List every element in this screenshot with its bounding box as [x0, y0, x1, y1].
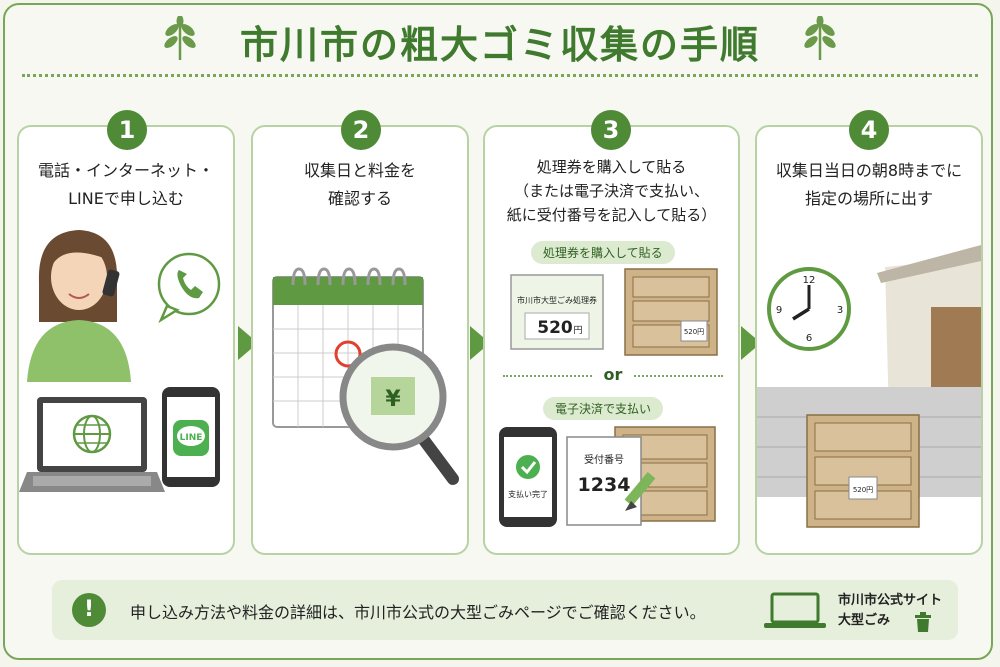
alert-icon: ! [72, 593, 106, 627]
step-1-line1: 電話・インターネット・ [37, 161, 214, 180]
step-card-1: 電話・インターネット・ LINEで申し込む [17, 125, 235, 555]
collection-day-mark [334, 340, 362, 368]
phone-call-icon [157, 252, 221, 324]
step-card-3: 処理券を購入して貼る （または電子決済で支払い、 紙に受付番号を記入して貼る） … [483, 125, 740, 555]
step-2-line1: 収集日と料金を [303, 161, 416, 180]
step-number-1: 1 [107, 110, 147, 150]
step-number-3: 3 [591, 110, 631, 150]
clock-icon: 12 3 6 9 [767, 267, 851, 351]
step-3-payment-illustration: 支払い完了 受付番号 1234 [499, 426, 716, 527]
cabinet-sticker-price: 520円 [684, 328, 704, 336]
laptop-icon [764, 592, 826, 628]
clock-9: 9 [776, 305, 782, 316]
info-message: 申し込み方法や料金の詳細は、市川市公式の大型ごみページでご確認ください。 [130, 603, 706, 622]
step-2-illustration: ¥ [272, 267, 459, 485]
left-leaf-icon [164, 16, 196, 60]
step-4-line1: 収集日当日の朝8時までに [775, 161, 963, 180]
page-title: 市川市の粗大ゴミ収集の手順 [239, 23, 760, 67]
payment-complete-label: 支払い完了 [508, 489, 548, 499]
site-line1: 市川市公式サイト [838, 593, 943, 608]
step-1-description: 電話・インターネット・ LINEで申し込む [19, 157, 233, 213]
cabinet-icon: 520円 [624, 268, 718, 356]
clock-12: 12 [803, 275, 816, 286]
site-line2: 大型ごみ [838, 613, 891, 628]
pencil-icon [624, 471, 656, 511]
step-card-2: 収集日と料金を 確認する [251, 125, 469, 555]
cabinet-icon-3: 520円 [806, 414, 920, 528]
step-4-description: 収集日当日の朝8時までに 指定の場所に出す [757, 157, 981, 213]
trash-bin-icon [915, 612, 931, 632]
step-3-line3: 紙に受付番号を記入して貼る） [506, 206, 717, 224]
right-leaf-icon [804, 16, 836, 60]
receipt-number: 1234 [578, 474, 631, 496]
step-number-2: 2 [341, 110, 381, 150]
info-footer: ! 申し込み方法や料金の詳細は、市川市公式の大型ごみページでご確認ください。 市… [52, 580, 958, 640]
option-electronic-label: 電子決済で支払い [543, 397, 664, 420]
step-2-description: 収集日と料金を 確認する [253, 157, 467, 213]
smartphone-line-app-icon: LINE [162, 387, 220, 487]
step-3-description: 処理券を購入して貼る （または電子決済で支払い、 紙に受付番号を記入して貼る） [485, 155, 738, 227]
ticket-price: 520 [537, 318, 573, 338]
step-number-4: 4 [849, 110, 889, 150]
step-1-illustration: LINE [19, 230, 221, 492]
yen-symbol: ¥ [385, 387, 401, 412]
receipt-title: 受付番号 [584, 453, 624, 466]
step-3-line2: （または電子決済で支払い、 [513, 182, 709, 200]
step-2-line2: 確認する [327, 189, 392, 208]
woman-on-phone-icon [27, 230, 131, 382]
step-card-4: 収集日当日の朝8時までに 指定の場所に出す 12 3 6 9 [755, 125, 983, 555]
laptop-globe-icon [19, 397, 165, 492]
step-1-line2: LINEで申し込む [68, 189, 184, 208]
disposal-ticket: 市川市大型ごみ処理券 520 円 [510, 274, 604, 350]
line-app-label: LINE [180, 433, 203, 443]
step-4-line2: 指定の場所に出す [804, 189, 933, 208]
cabinet-sticker-price-2: 520円 [853, 486, 873, 494]
magnifying-glass-icon: ¥ [339, 343, 459, 485]
ticket-unit: 円 [573, 325, 582, 336]
smartphone-payment-icon: 支払い完了 [499, 427, 557, 527]
step-4-illustration: 12 3 6 9 520円 [757, 245, 981, 528]
option-ticket-label: 処理券を購入して貼る [531, 241, 675, 264]
receipt-number-paper: 受付番号 1234 [566, 436, 642, 526]
or-label: or [593, 365, 633, 384]
ticket-title: 市川市大型ごみ処理券 [517, 295, 597, 305]
clock-6: 6 [806, 333, 812, 344]
step-3-line1: 処理券を購入して貼る [536, 158, 687, 176]
step-3-ticket-illustration: 市川市大型ごみ処理券 520 円 520円 [510, 268, 718, 356]
title-divider [22, 74, 978, 77]
official-site-link[interactable]: 市川市公式サイト 大型ごみ [838, 591, 942, 631]
clock-3: 3 [837, 305, 843, 316]
